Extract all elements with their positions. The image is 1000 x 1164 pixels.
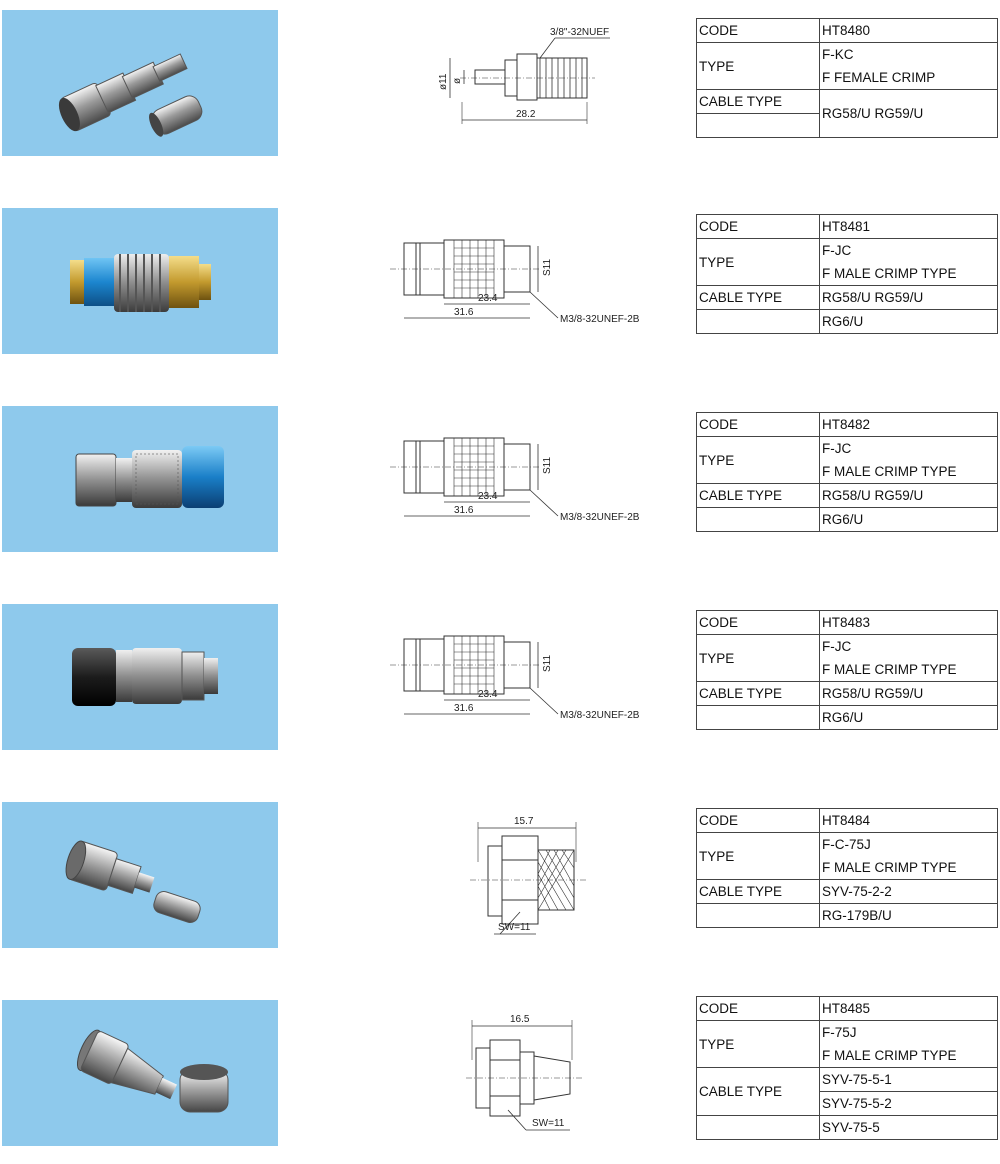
code-label: CODE — [696, 610, 820, 635]
dim-thread: 3/8"-32NUEF — [550, 27, 609, 38]
type-line: F MALE CRIMP TYPE — [822, 662, 957, 677]
product-photo — [2, 802, 278, 948]
cable-type-value: RG58/U RG59/U — [819, 483, 998, 508]
spec-table: CODE HT8482 TYPE F-JC F MALE CRIMP TYPE … — [696, 412, 998, 532]
type-line: F-75J — [822, 1025, 857, 1040]
dim-sw: SW=11 — [532, 1118, 565, 1129]
dim-l2: 31.6 — [454, 307, 474, 318]
code-label: CODE — [696, 412, 820, 437]
cable-type-label: CABLE TYPE — [696, 285, 820, 310]
code-value: HT8480 — [819, 18, 998, 43]
dim-length: 16.5 — [510, 1014, 530, 1025]
dim-l2: 31.6 — [454, 505, 474, 516]
cable-type-value: RG58/U RG59/U — [819, 89, 998, 138]
type-value: F-JC F MALE CRIMP TYPE — [819, 634, 998, 682]
code-label: CODE — [696, 18, 820, 43]
code-label: CODE — [696, 808, 820, 833]
dim-s: S11 — [542, 655, 553, 672]
type-value: F-KC F FEMALE CRIMP — [819, 42, 998, 90]
type-line: F-KC — [822, 47, 854, 62]
dim-thread: M3/8-32UNEF-2B — [560, 314, 640, 325]
spec-table: CODE HT8483 TYPE F-JC F MALE CRIMP TYPE … — [696, 610, 998, 730]
cable-type-value: RG-179B/U — [819, 903, 998, 928]
technical-drawing: 3/8"-32NUEF ø11 ø 28.2 — [390, 10, 660, 156]
dim-thread: M3/8-32UNEF-2B — [560, 512, 640, 523]
dim-l1: 23.4 — [478, 491, 498, 502]
type-line: F MALE CRIMP TYPE — [822, 266, 957, 281]
type-label: TYPE — [696, 832, 820, 880]
technical-drawing: 15.7 SW=11 — [390, 802, 660, 948]
code-label: CODE — [696, 214, 820, 239]
type-label: TYPE — [696, 238, 820, 286]
dim-sw: SW=11 — [498, 922, 531, 933]
dim-l2: 31.6 — [454, 703, 474, 714]
type-value: F-JC F MALE CRIMP TYPE — [819, 436, 998, 484]
cable-type-label: CABLE TYPE — [696, 483, 820, 508]
cable-type-label: CABLE TYPE — [696, 89, 820, 114]
dim-length: 15.7 — [514, 816, 534, 827]
dim-l1: 23.4 — [478, 689, 498, 700]
spec-table: CODE HT8480 TYPE F-KC F FEMALE CRIMP CAB… — [696, 18, 998, 138]
product-photo — [2, 406, 278, 552]
type-line: F MALE CRIMP TYPE — [822, 464, 957, 479]
cable-type-label: CABLE TYPE — [696, 1067, 820, 1116]
product-photo — [2, 10, 278, 156]
dim-s: S11 — [542, 457, 553, 474]
type-label: TYPE — [696, 634, 820, 682]
type-line: F-C-75J — [822, 837, 871, 852]
type-line: F MALE CRIMP TYPE — [822, 860, 957, 875]
cable-type-value: SYV-75-5 — [819, 1115, 998, 1140]
empty-cell — [696, 507, 820, 532]
cable-type-value: RG6/U — [819, 705, 998, 730]
cable-type-value: SYV-75-5-2 — [819, 1091, 998, 1116]
type-label: TYPE — [696, 436, 820, 484]
spec-table: CODE HT8484 TYPE F-C-75J F MALE CRIMP TY… — [696, 808, 998, 928]
spec-table: CODE HT8481 TYPE F-JC F MALE CRIMP TYPE … — [696, 214, 998, 334]
empty-cell — [696, 1115, 820, 1140]
dim-s: S11 — [542, 259, 553, 276]
empty-cell — [696, 113, 820, 138]
type-value: F-75J F MALE CRIMP TYPE — [819, 1020, 998, 1068]
code-value: HT8484 — [819, 808, 998, 833]
type-line: F MALE CRIMP TYPE — [822, 1048, 957, 1063]
dim-d1: ø11 — [438, 73, 449, 90]
empty-cell — [696, 309, 820, 334]
technical-drawing: 16.5 SW=11 — [390, 1000, 660, 1146]
type-line: F FEMALE CRIMP — [822, 70, 936, 85]
code-label: CODE — [696, 996, 820, 1021]
dim-length: 28.2 — [516, 109, 536, 120]
product-photo — [2, 208, 278, 354]
cable-type-value: RG58/U RG59/U — [819, 681, 998, 706]
type-value: F-JC F MALE CRIMP TYPE — [819, 238, 998, 286]
type-value: F-C-75J F MALE CRIMP TYPE — [819, 832, 998, 880]
dim-thread: M3/8-32UNEF-2B — [560, 710, 640, 721]
code-value: HT8483 — [819, 610, 998, 635]
type-label: TYPE — [696, 1020, 820, 1068]
technical-drawing: S11 23.4 31.6 M3/8-32UNEF-2B — [390, 208, 660, 354]
cable-type-value: SYV-75-5-1 — [819, 1067, 998, 1092]
product-photo — [2, 1000, 278, 1146]
technical-drawing: S11 23.4 31.6 M3/8-32UNEF-2B — [390, 604, 660, 750]
type-line: F-JC — [822, 441, 852, 456]
product-photo — [2, 604, 278, 750]
cable-type-value: SYV-75-2-2 — [819, 879, 998, 904]
cable-type-value: RG6/U — [819, 309, 998, 334]
code-value: HT8482 — [819, 412, 998, 437]
technical-drawing: S11 23.4 31.6 M3/8-32UNEF-2B — [390, 406, 660, 552]
type-line: F-JC — [822, 639, 852, 654]
code-value: HT8481 — [819, 214, 998, 239]
empty-cell — [696, 705, 820, 730]
cable-type-label: CABLE TYPE — [696, 879, 820, 904]
code-value: HT8485 — [819, 996, 998, 1021]
type-label: TYPE — [696, 42, 820, 90]
cable-type-value: RG6/U — [819, 507, 998, 532]
empty-cell — [696, 903, 820, 928]
cable-type-value: RG58/U RG59/U — [819, 285, 998, 310]
type-line: F-JC — [822, 243, 852, 258]
spec-table: CODE HT8485 TYPE F-75J F MALE CRIMP TYPE… — [696, 996, 998, 1140]
dim-l1: 23.4 — [478, 293, 498, 304]
cable-type-label: CABLE TYPE — [696, 681, 820, 706]
dim-d2: ø — [452, 78, 463, 84]
